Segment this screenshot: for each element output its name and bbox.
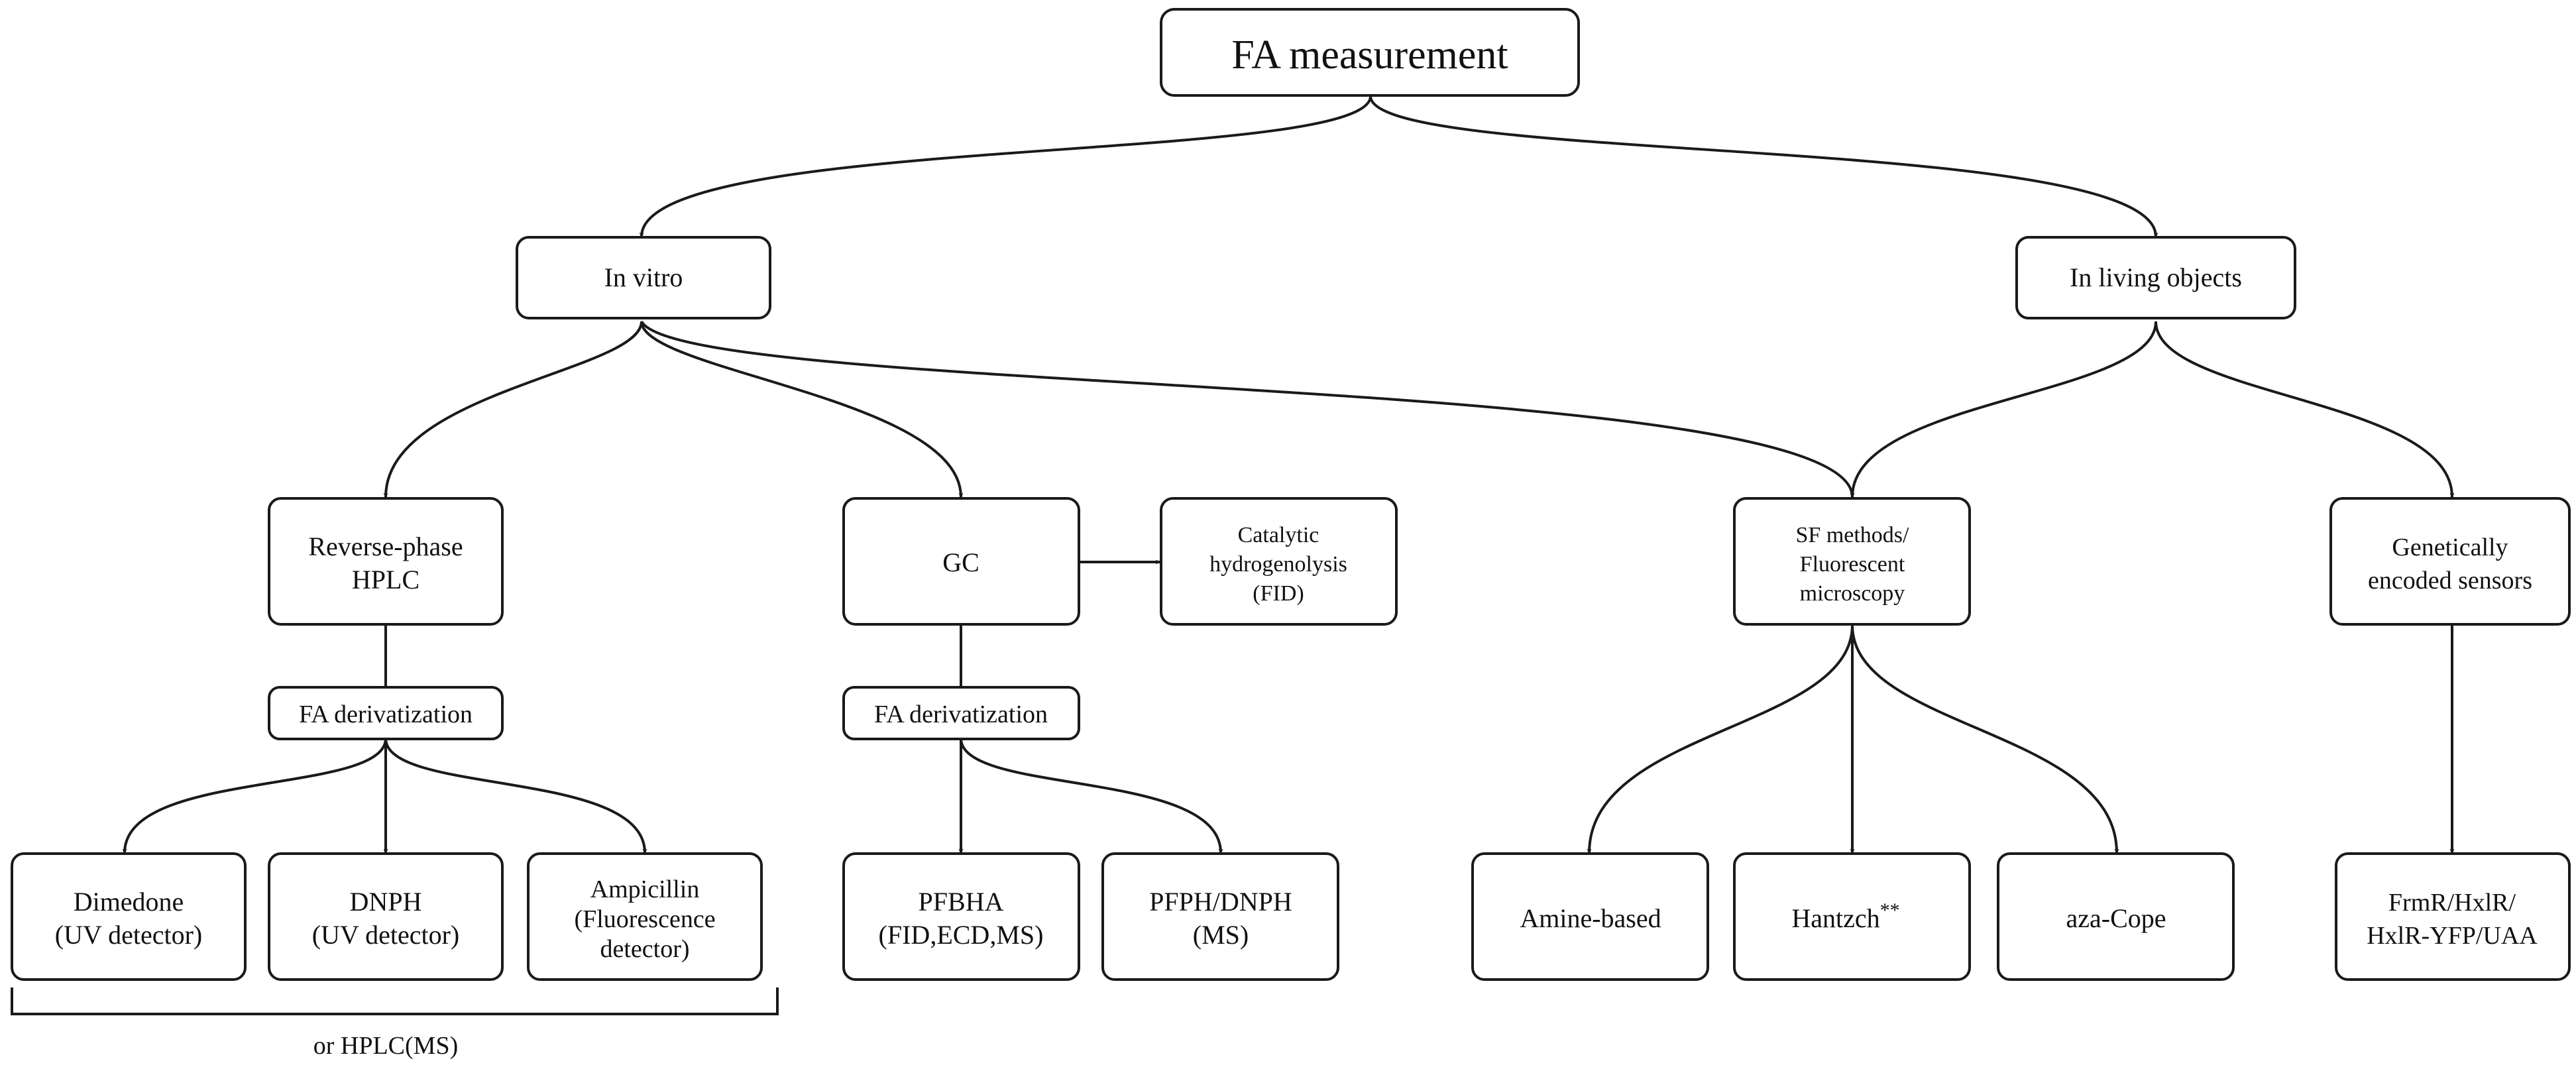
- edge-deriv-to-ampicillin: [384, 738, 645, 853]
- node-dimedone-line1: Dimedone: [74, 887, 184, 917]
- node-rp-hplc: Reverse-phase HPLC: [268, 497, 504, 626]
- hplc-ms-bracket: [11, 987, 779, 1015]
- node-catalytic-line1: Catalytic: [1238, 523, 1319, 547]
- node-pfph-line2: (MS): [1193, 920, 1249, 950]
- node-ampicillin: Ampicillin (Fluorescence detector): [527, 852, 763, 981]
- node-aza-cope-label: aza-Cope: [2066, 903, 2166, 933]
- node-pfbha-line1: PFBHA: [919, 887, 1004, 917]
- node-sf-methods: SF methods/ Fluorescent microscopy: [1733, 497, 1971, 626]
- edge-sf-to-amine: [1589, 624, 1854, 853]
- node-sf-methods-line1: SF methods/: [1796, 523, 1910, 547]
- edge-in-vitro-to-sf: [640, 321, 1852, 497]
- edge-root-to-in-vitro: [642, 95, 1372, 237]
- node-hantzch-mark: **: [1880, 899, 1900, 921]
- node-in-living: In living objects: [2015, 236, 2296, 319]
- edge-root-to-in-living: [1369, 95, 2156, 237]
- node-aza-cope: aza-Cope: [1997, 852, 2235, 981]
- edge-in-living-to-genetic: [2155, 321, 2452, 497]
- edge-deriv-to-dimedone: [125, 738, 387, 853]
- node-frmr-line2: HxlR-YFP/UAA: [2367, 922, 2538, 950]
- node-pfph: PFPH/DNPH (MS): [1101, 852, 1339, 981]
- node-dimedone-line2: (UV detector): [55, 920, 203, 950]
- node-fa-deriv-gc: FA derivatization: [842, 686, 1080, 740]
- node-hantzch-label: Hantzch**: [1791, 899, 1899, 933]
- node-rp-hplc-line2: HPLC: [352, 565, 420, 594]
- node-catalytic-line2: hydrogenolysis: [1209, 552, 1347, 577]
- node-hantzch: Hantzch**: [1733, 852, 1971, 981]
- edges: [11, 95, 2452, 1015]
- node-in-living-label: In living objects: [2070, 262, 2242, 292]
- edge-in-vitro-to-gc: [640, 321, 961, 497]
- node-amine-label: Amine-based: [1520, 903, 1661, 933]
- node-genetic-line2: encoded sensors: [2368, 567, 2532, 594]
- node-genetic-line1: Genetically: [2392, 534, 2508, 561]
- edge-sf-to-aza-cope: [1851, 624, 2117, 853]
- node-in-vitro: In vitro: [516, 236, 771, 319]
- node-ampicillin-line2: (Fluorescence: [574, 905, 715, 933]
- node-fa-deriv-gc-label: FA derivatization: [874, 701, 1048, 728]
- node-in-vitro-label: In vitro: [604, 262, 683, 292]
- node-pfbha: PFBHA (FID,ECD,MS): [842, 852, 1080, 981]
- node-gc: GC: [842, 497, 1080, 626]
- node-fa-deriv-hplc: FA derivatization: [268, 686, 504, 740]
- hplc-ms-bracket-label: or HPLC(MS): [313, 1032, 459, 1060]
- node-sf-methods-line2: Fluorescent: [1800, 552, 1905, 577]
- node-fa-measurement: FA measurement: [1160, 8, 1580, 97]
- node-dimedone: Dimedone (UV detector): [11, 852, 247, 981]
- edge-in-vitro-to-rp-hplc: [386, 321, 643, 497]
- node-ampicillin-line3: detector): [600, 935, 689, 963]
- node-amine: Amine-based: [1471, 852, 1709, 981]
- node-pfbha-line2: (FID,ECD,MS): [879, 920, 1044, 950]
- node-fa-measurement-label: FA measurement: [1231, 32, 1508, 78]
- node-gc-label: GC: [942, 547, 980, 577]
- node-dnph-line2: (UV detector): [312, 920, 460, 950]
- node-frmr: FrmR/HxlR/ HxlR-YFP/UAA: [2335, 852, 2571, 981]
- node-rp-hplc-line1: Reverse-phase: [308, 532, 463, 561]
- node-genetic: Genetically encoded sensors: [2329, 497, 2571, 626]
- node-sf-methods-line3: microscopy: [1800, 581, 1905, 606]
- node-fa-deriv-hplc-label: FA derivatization: [299, 701, 473, 728]
- node-ampicillin-line1: Ampicillin: [590, 875, 700, 903]
- node-dnph: DNPH (UV detector): [268, 852, 504, 981]
- node-catalytic: Catalytic hydrogenolysis (FID): [1160, 497, 1398, 626]
- node-pfph-line1: PFPH/DNPH: [1149, 887, 1292, 917]
- node-dnph-line1: DNPH: [350, 887, 422, 917]
- node-frmr-line1: FrmR/HxlR/: [2388, 889, 2516, 917]
- edge-deriv-to-pfph: [960, 738, 1221, 853]
- edge-in-living-to-sf: [1852, 321, 2157, 497]
- node-hantzch-text: Hantzch: [1791, 903, 1879, 933]
- node-catalytic-line3: (FID): [1253, 581, 1304, 606]
